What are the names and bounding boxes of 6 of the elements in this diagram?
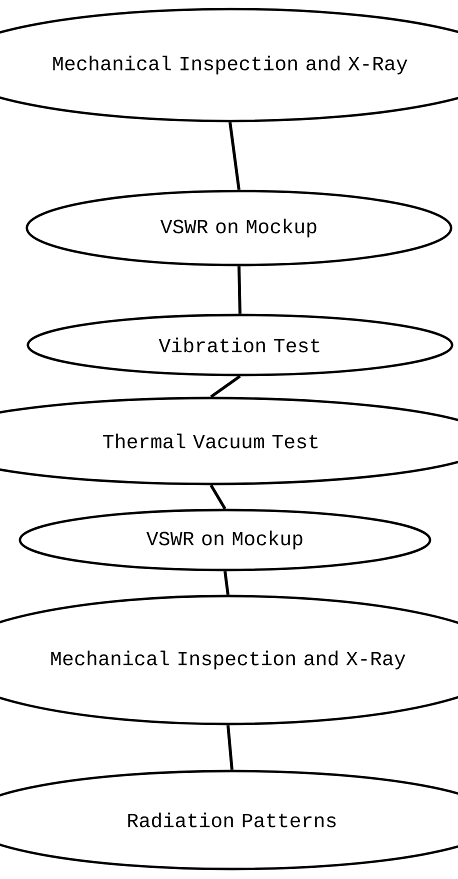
connector-line [238, 266, 242, 314]
connector-line [210, 374, 241, 398]
connector-line [226, 725, 234, 770]
connector-line [210, 484, 226, 510]
connector-line [228, 122, 240, 190]
connector-line [224, 571, 230, 595]
